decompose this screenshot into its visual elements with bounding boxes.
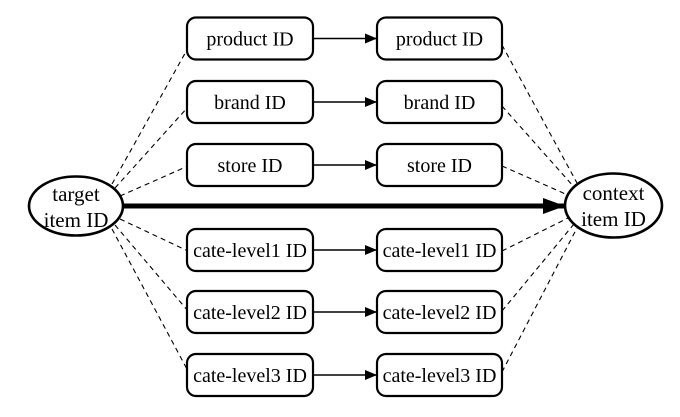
dashed-edge-product-context <box>501 44 578 184</box>
dashed-edge-target-cate1 <box>119 218 189 252</box>
context-node-line1: context <box>583 181 645 205</box>
row-store: store ID store ID <box>185 142 504 188</box>
context-item-ellipse <box>563 172 664 239</box>
dashed-edge-cate2-context <box>501 223 575 312</box>
dashed-edge-cate1-context <box>501 216 571 252</box>
target-node-line2: item ID <box>44 208 109 232</box>
cate2-box-right <box>375 289 504 335</box>
dashed-edge-brand-context <box>501 105 575 188</box>
dashed-edges-left <box>111 47 189 372</box>
target-node-line1: target <box>52 182 100 206</box>
dashed-edge-target-product <box>111 47 189 185</box>
store-box-right-label: store ID <box>407 155 472 177</box>
brand-box-right <box>375 79 504 125</box>
product-box-right <box>375 16 504 61</box>
product-box-right-label: product ID <box>396 29 483 51</box>
cate3-box-right-label: cate-level3 ID <box>383 365 497 387</box>
product-box-left-label: product ID <box>206 29 293 51</box>
row-cate-level1: cate-level1 ID cate-level1 ID <box>185 227 504 273</box>
cate1-box-right-label: cate-level1 ID <box>383 240 497 262</box>
brand-box-left-label: brand ID <box>214 92 286 114</box>
cate3-box-right <box>375 352 504 398</box>
target-item-node: target item ID <box>27 175 125 237</box>
cate2-box-right-label: cate-level2 ID <box>383 302 497 324</box>
cate2-box-left-label: cate-level2 ID <box>193 302 307 324</box>
row-cate-level3: cate-level3 ID cate-level3 ID <box>185 352 504 398</box>
dashed-edge-target-brand <box>114 106 189 189</box>
row-cate-level2: cate-level2 ID cate-level2 ID <box>185 289 504 335</box>
cate1-box-left-label: cate-level1 ID <box>193 240 307 262</box>
dashed-edge-target-cate2 <box>114 224 189 312</box>
row-product: product ID product ID <box>185 16 504 61</box>
dashed-edge-target-cate3 <box>111 228 189 372</box>
store-box-right <box>375 142 504 188</box>
dashed-edge-cate3-context <box>501 227 578 373</box>
dashed-edges-right <box>501 44 578 373</box>
dashed-edge-store-context <box>501 165 571 197</box>
cate3-box-left-label: cate-level3 ID <box>193 365 307 387</box>
row-brand: brand ID brand ID <box>185 79 504 125</box>
context-node-line2: item ID <box>581 207 646 231</box>
context-item-node: context item ID <box>563 172 664 239</box>
target-item-ellipse <box>27 175 125 237</box>
cate1-box-right <box>375 227 504 273</box>
store-box-left-label: store ID <box>218 155 283 177</box>
brand-box-right-label: brand ID <box>404 92 476 114</box>
dashed-edge-target-store <box>119 165 189 197</box>
